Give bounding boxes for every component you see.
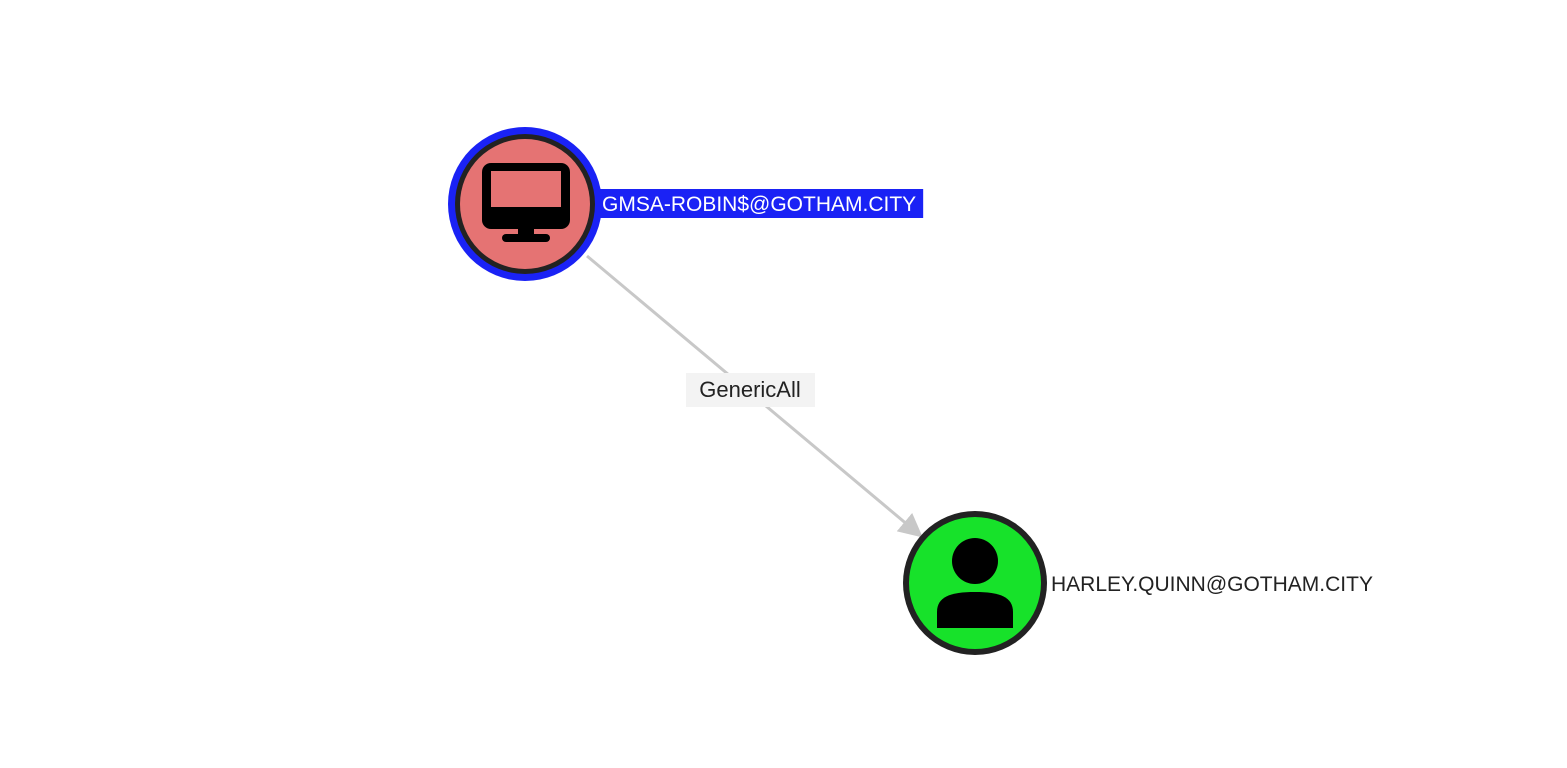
node-harley-quinn[interactable]: HARLEY.QUINN@GOTHAM.CITY — [903, 511, 1373, 655]
node-label-harley-quinn[interactable]: HARLEY.QUINN@GOTHAM.CITY — [1051, 573, 1373, 596]
node-label-gmsa-robin[interactable]: GMSA-ROBIN$@GOTHAM.CITY — [602, 193, 916, 216]
node-gmsa-robin[interactable]: GMSA-ROBIN$@GOTHAM.CITY — [448, 127, 924, 281]
edge-genericall[interactable]: GenericAll — [586, 254, 923, 538]
edge-label[interactable]: GenericAll — [699, 377, 800, 402]
computer-monitor-icon — [482, 163, 570, 242]
edge-label-background — [686, 373, 815, 407]
node-label-highlight — [597, 189, 924, 218]
user-person-icon — [937, 538, 1013, 628]
